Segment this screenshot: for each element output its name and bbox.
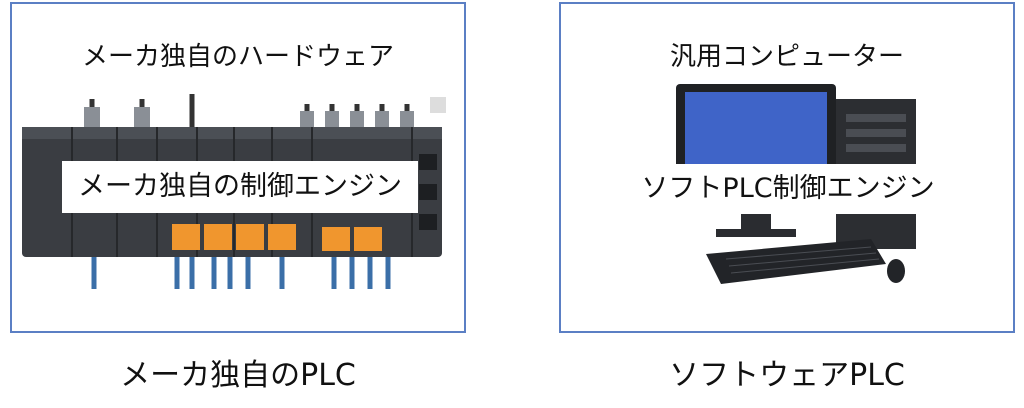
vendor-hardware-title: メーカ独自のハードウェア bbox=[81, 42, 394, 72]
soft-plc-engine-label: ソフトPLC制御エンジン bbox=[623, 164, 953, 214]
software-plc-caption: ソフトウェアPLC bbox=[669, 358, 905, 393]
vendor-hardware-panel: メーカ独自のハードウェア メーカ独自の制 bbox=[10, 2, 466, 333]
general-computer-title: 汎用コンピューター bbox=[669, 42, 904, 72]
vendor-plc-caption: メーカ独自のPLC bbox=[120, 358, 356, 393]
general-computer-panel: 汎用コンピューター ソフトPLC制御エンジン bbox=[559, 2, 1015, 333]
vendor-engine-label: メーカ独自の制御エンジン bbox=[62, 161, 418, 213]
